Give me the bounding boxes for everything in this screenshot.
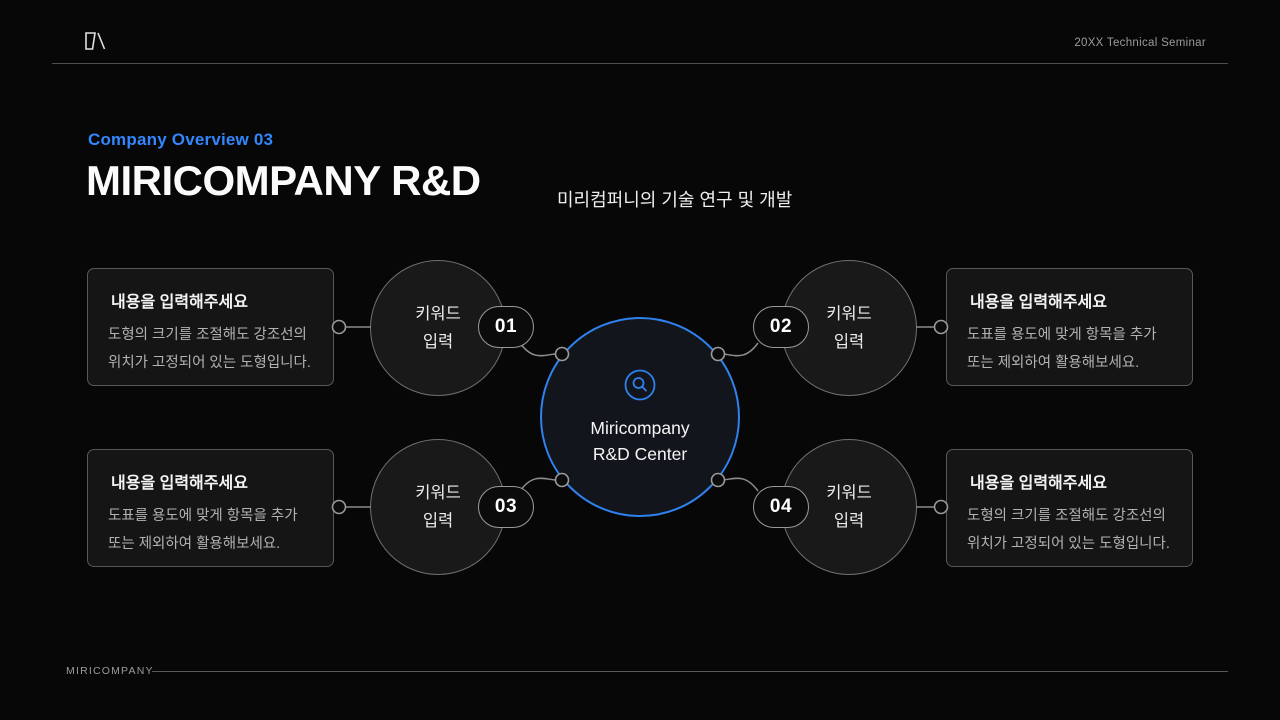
box-body: 도표를 용도에 맞게 항목을 추가 또는 제외하여 활용해보세요. bbox=[108, 502, 315, 559]
box-body-line: 위치가 고정되어 있는 도형입니다. bbox=[108, 355, 311, 372]
center-node-line2: R&D Center bbox=[592, 443, 688, 464]
box-body-line: 도표를 용도에 맞게 항목을 추가 bbox=[108, 508, 298, 524]
slide-title: MIRICOMPANY R&D bbox=[86, 157, 481, 204]
keyword-line: 키워드 bbox=[415, 483, 461, 502]
box-body: 도형의 크기를 조절해도 강조선의 위치가 고정되어 있는 도형입니다. bbox=[967, 502, 1174, 559]
keyword-line: 입력 bbox=[833, 512, 865, 530]
box-body: 도표를 용도에 맞게 항목을 추가 또는 제외하여 활용해보세요. bbox=[967, 321, 1174, 378]
center-node-label: Miricompany R&D Center bbox=[590, 416, 689, 467]
box-body-line: 또는 제외하여 활용해보세요. bbox=[108, 536, 281, 553]
center-node: Miricompany R&D Center bbox=[540, 317, 740, 517]
miricompany-logo-icon bbox=[85, 32, 106, 50]
header-divider bbox=[52, 63, 1228, 64]
box-body-line: 도형의 크기를 조절해도 강조선의 bbox=[108, 327, 307, 343]
keyword-line: 키워드 bbox=[826, 483, 872, 502]
box-body-line: 도표를 용도에 맞게 항목을 추가 bbox=[967, 327, 1157, 343]
box-title: 내용을 입력해주세요 bbox=[970, 294, 1107, 311]
section-eyebrow: Company Overview 03 bbox=[88, 130, 274, 149]
keyword-line: 키워드 bbox=[826, 304, 872, 323]
box-title: 내용을 입력해주세요 bbox=[111, 294, 248, 311]
center-node-line1: Miricompany bbox=[590, 418, 690, 439]
info-box-04: 내용을 입력해주세요 도형의 크기를 조절해도 강조선의 위치가 고정되어 있는… bbox=[946, 449, 1193, 567]
box-body-line: 위치가 고정되어 있는 도형입니다. bbox=[967, 536, 1170, 553]
box-body-line: 또는 제외하여 활용해보세요. bbox=[967, 355, 1140, 372]
step-badge-02: 02 bbox=[753, 306, 809, 348]
box-title: 내용을 입력해주세요 bbox=[970, 475, 1107, 492]
keyword-line: 입력 bbox=[422, 333, 454, 351]
info-box-02: 내용을 입력해주세요 도표를 용도에 맞게 항목을 추가 또는 제외하여 활용해… bbox=[946, 268, 1193, 386]
footer-divider bbox=[152, 671, 1228, 672]
box-body-line: 도형의 크기를 조절해도 강조선의 bbox=[967, 508, 1166, 524]
keyword-line: 입력 bbox=[422, 512, 454, 530]
keyword-line: 키워드 bbox=[415, 304, 461, 323]
box-title: 내용을 입력해주세요 bbox=[111, 475, 248, 492]
step-badge-04: 04 bbox=[753, 486, 809, 528]
step-badge-01: 01 bbox=[478, 306, 534, 348]
footer-brand: MIRICOMPANY bbox=[66, 665, 154, 677]
search-icon bbox=[624, 369, 656, 401]
info-box-03: 내용을 입력해주세요 도표를 용도에 맞게 항목을 추가 또는 제외하여 활용해… bbox=[87, 449, 334, 567]
box-body: 도형의 크기를 조절해도 강조선의 위치가 고정되어 있는 도형입니다. bbox=[108, 321, 315, 378]
step-badge-03: 03 bbox=[478, 486, 534, 528]
info-box-01: 내용을 입력해주세요 도형의 크기를 조절해도 강조선의 위치가 고정되어 있는… bbox=[87, 268, 334, 386]
keyword-line: 입력 bbox=[833, 333, 865, 351]
slide-subtitle: 미리컴퍼니의 기술 연구 및 개발 bbox=[557, 190, 793, 210]
seminar-label: 20XX Technical Seminar bbox=[1074, 37, 1206, 49]
